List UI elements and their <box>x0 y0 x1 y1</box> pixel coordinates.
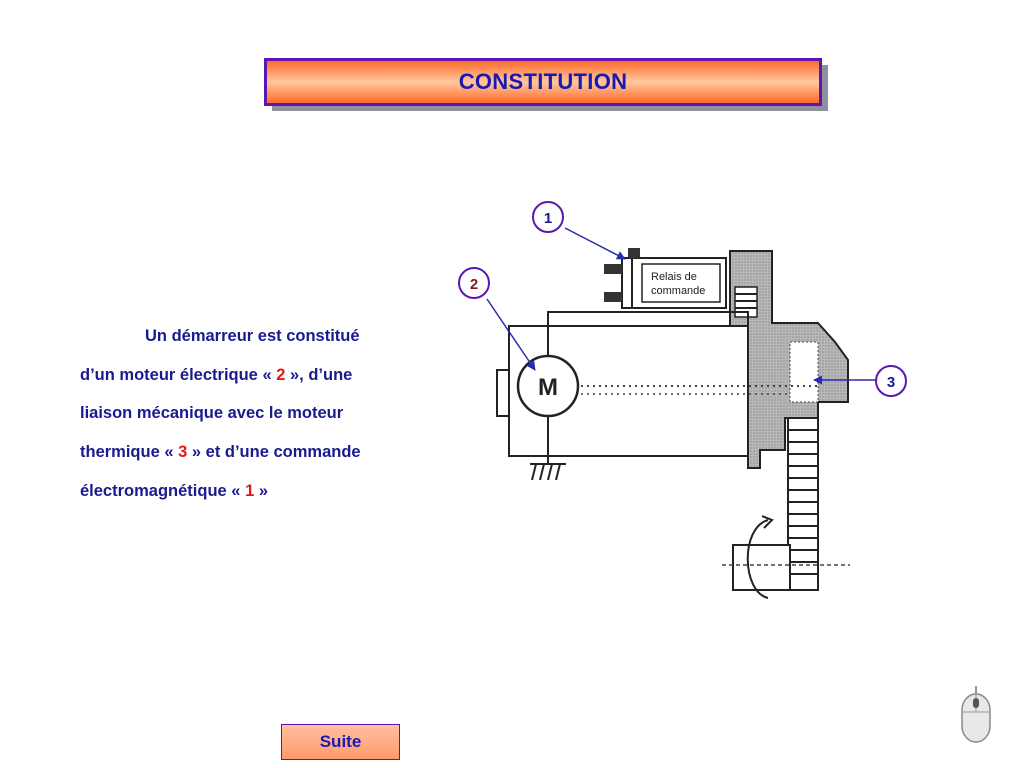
motor-label: M <box>538 374 558 401</box>
mouse-icon[interactable] <box>958 686 994 746</box>
callout-3: 3 <box>875 365 907 397</box>
callout-arrows <box>486 227 876 385</box>
page-title: CONSTITUTION <box>458 69 628 94</box>
relay: Relais de commande <box>604 248 758 318</box>
svg-text:3: 3 <box>887 374 895 391</box>
ref-number-1: 1 <box>245 482 255 500</box>
callout-2: 2 <box>458 267 490 299</box>
motor-symbol: M <box>516 354 580 418</box>
ring-gear <box>722 417 850 599</box>
svg-text:2: 2 <box>470 276 478 293</box>
text-line-1: Un démarreur est constitué <box>145 327 360 345</box>
text-line-2: d’un moteur électrique « 2 », d’une <box>80 366 353 384</box>
relay-label-1: Relais de <box>651 271 697 283</box>
wiring <box>530 311 749 481</box>
pinion <box>575 341 819 403</box>
title-banner: CONSTITUTION <box>264 58 822 106</box>
suite-button[interactable]: Suite <box>281 724 400 760</box>
text-line-3: liaison mécanique avec le moteur <box>80 404 344 422</box>
text-line-4: thermique « 3 » et d’une commande <box>80 443 361 461</box>
relay-label-2: commande <box>651 285 705 297</box>
ref-number-3: 3 <box>178 443 188 461</box>
callout-1: 1 <box>532 201 564 233</box>
text-line-5: électromagnétique « 1 » <box>80 482 269 500</box>
ref-number-2: 2 <box>276 366 286 384</box>
svg-text:1: 1 <box>544 210 552 227</box>
